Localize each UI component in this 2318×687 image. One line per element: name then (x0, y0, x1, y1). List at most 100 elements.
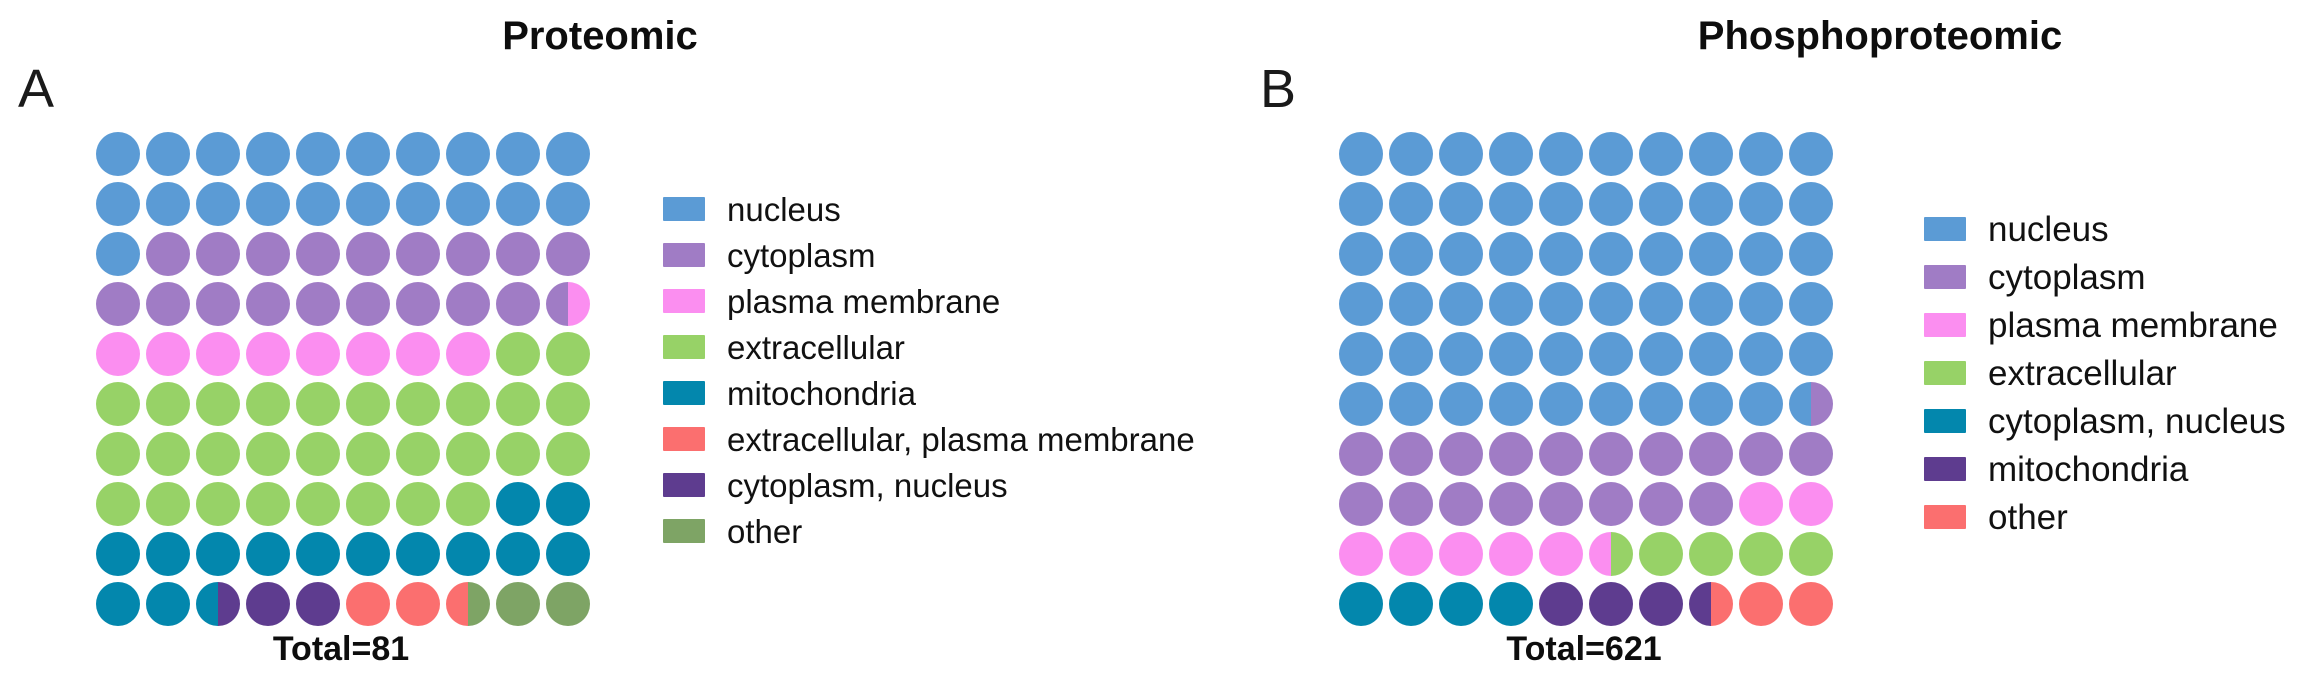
waffle-cell (446, 332, 490, 376)
legend-row: nucleus (1924, 205, 2286, 253)
waffle-cell (396, 232, 440, 276)
legend-swatch-extracellular (663, 335, 705, 359)
waffle-cell-fill (246, 382, 290, 426)
waffle-cell (1739, 582, 1783, 626)
waffle-cell-fill (546, 482, 590, 526)
waffle-cell-fill (446, 382, 490, 426)
waffle-cell (1589, 332, 1633, 376)
waffle-cell-fill (396, 182, 440, 226)
waffle-cell (1489, 282, 1533, 326)
waffle-cell-fill (146, 182, 190, 226)
waffle-cell-fill (546, 132, 590, 176)
waffle-cell-fill (296, 432, 340, 476)
waffle-cell (1539, 532, 1583, 576)
waffle-cell-fill (1439, 332, 1483, 376)
waffle-cell-fill (1639, 232, 1683, 276)
waffle-cell-fill (1589, 182, 1633, 226)
waffle-cell-fill (1739, 232, 1783, 276)
waffle-cell (1689, 332, 1733, 376)
waffle-cell-fill (546, 532, 590, 576)
waffle-cell (1389, 282, 1433, 326)
legend-row: other (1924, 493, 2286, 541)
waffle-cell-fill (1389, 582, 1433, 626)
legend-label: nucleus (1988, 209, 2109, 249)
waffle-cell-fill (246, 482, 290, 526)
waffle-cell-fill (96, 132, 140, 176)
waffle-cell-fill (1389, 482, 1433, 526)
waffle-cell-fill (1339, 432, 1383, 476)
waffle-cell (1339, 282, 1383, 326)
waffle-cell-fill (196, 232, 240, 276)
waffle-cell (296, 182, 340, 226)
waffle-cell (146, 482, 190, 526)
waffle-cell (1739, 432, 1783, 476)
waffle-cell (246, 482, 290, 526)
waffle-cell-fill (1389, 332, 1433, 376)
waffle-cell-fill (446, 482, 490, 526)
waffle-cell-fill (146, 482, 190, 526)
waffle-cell-fill (1589, 232, 1633, 276)
waffle-cell-fill (1689, 382, 1733, 426)
waffle-cell (396, 582, 440, 626)
waffle-cell-fill (396, 382, 440, 426)
waffle-cell (1339, 532, 1383, 576)
legend-swatch-cytoplasm-nucleus (663, 473, 705, 497)
waffle-cell (1639, 132, 1683, 176)
waffle-cell-fill (1489, 582, 1533, 626)
waffle-cell-fill (1539, 532, 1583, 576)
waffle-cell (196, 582, 240, 626)
legend-label: cytoplasm, nucleus (1988, 401, 2286, 441)
waffle-cell (1589, 232, 1633, 276)
waffle-cell (296, 582, 340, 626)
waffle-cell (1489, 132, 1533, 176)
waffle-cell-fill (1789, 282, 1833, 326)
waffle-cell-fill (1589, 382, 1633, 426)
panel-a-letter: A (18, 59, 55, 119)
legend-swatch-cytoplasm (663, 243, 705, 267)
waffle-cell (1639, 382, 1683, 426)
legend-swatch-mitochondria (1924, 457, 1966, 481)
waffle-cell (346, 332, 390, 376)
waffle-cell (396, 282, 440, 326)
waffle-cell-fill (246, 132, 290, 176)
waffle-cell (246, 232, 290, 276)
waffle-cell-fill (1439, 182, 1483, 226)
waffle-chart-b (1339, 132, 1833, 626)
waffle-cell-fill (1789, 482, 1833, 526)
waffle-cell-fill (196, 532, 240, 576)
waffle-cell-fill (296, 332, 340, 376)
legend-label: plasma membrane (1988, 305, 2278, 345)
waffle-cell-fill (1339, 532, 1383, 576)
waffle-cell-fill (1689, 332, 1733, 376)
legend-row: cytoplasm, nucleus (1924, 397, 2286, 445)
waffle-cell-fill (1339, 132, 1383, 176)
waffle-cell (146, 232, 190, 276)
waffle-cell (1489, 382, 1533, 426)
waffle-cell-fill (496, 332, 540, 376)
waffle-cell-fill (496, 582, 540, 626)
legend-row: other (663, 508, 1195, 554)
waffle-cell (196, 382, 240, 426)
waffle-cell-fill (346, 232, 390, 276)
waffle-cell-fill (296, 582, 340, 626)
waffle-cell-fill (1689, 232, 1733, 276)
waffle-cell (1539, 332, 1583, 376)
waffle-cell (1539, 382, 1583, 426)
waffle-cell-fill (1589, 482, 1633, 526)
legend-swatch-plasma-membrane (663, 289, 705, 313)
waffle-cell (546, 382, 590, 426)
waffle-cell (496, 432, 540, 476)
waffle-cell-half-left (446, 582, 468, 626)
legend-label: mitochondria (727, 374, 916, 412)
waffle-cell (346, 432, 390, 476)
waffle-cell (1639, 532, 1683, 576)
waffle-cell (1639, 582, 1683, 626)
waffle-cell (96, 432, 140, 476)
waffle-cell (546, 432, 590, 476)
waffle-cell-fill (546, 582, 590, 626)
waffle-cell-fill (1639, 532, 1683, 576)
waffle-cell (446, 232, 490, 276)
waffle-cell-fill (396, 132, 440, 176)
waffle-cell-fill (1539, 282, 1583, 326)
